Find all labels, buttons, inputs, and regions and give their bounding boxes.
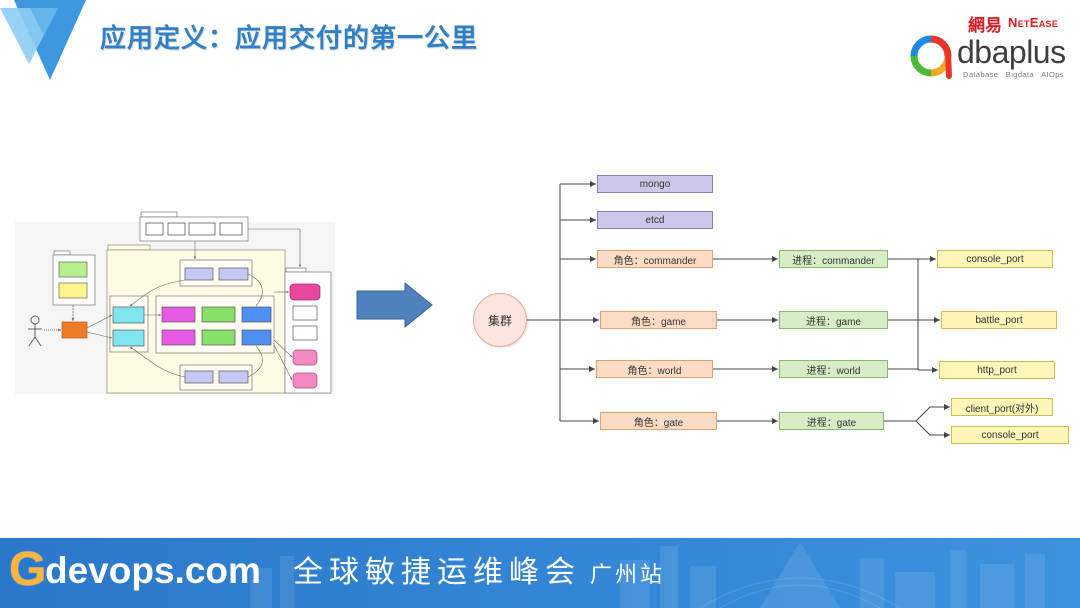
- user-figure-icon: [28, 315, 42, 347]
- thumb-entry-box: [61, 321, 88, 339]
- thumb-box: [188, 222, 216, 236]
- gdevops-logo-initial: G: [9, 543, 47, 596]
- port-node-client: client_port(对外): [951, 398, 1053, 416]
- thumb-db-icon: [289, 283, 321, 301]
- slide-title: 应用定义：应用交付的第一公里: [100, 23, 479, 53]
- diagram-connectors: [527, 181, 950, 438]
- thumb-frame-tab: [285, 267, 307, 273]
- footer-event-city: 广州站: [590, 563, 666, 588]
- role-node-world: 角色：world: [596, 360, 713, 378]
- netease-logo-cn: 網易: [968, 16, 1002, 36]
- thumb-box: [241, 329, 272, 346]
- process-node-world: 进程：world: [779, 360, 888, 378]
- footer-site: devops.com: [45, 550, 261, 591]
- thumb-box: [292, 325, 318, 341]
- thumb-box: [292, 305, 318, 321]
- footer-event-name: 全球敏捷运维峰会: [293, 555, 581, 590]
- cluster-node: 集群: [473, 293, 527, 347]
- thumb-box: [184, 370, 214, 384]
- thumb-box: [201, 329, 236, 346]
- resource-node-etcd: etcd: [597, 211, 713, 229]
- thumb-box: [218, 267, 249, 281]
- role-node-gate: 角色：gate: [600, 412, 717, 430]
- thumb-box: [145, 222, 164, 236]
- port-node-console: console_port: [937, 250, 1053, 268]
- thumb-box: [184, 267, 214, 281]
- role-node-commander: 角色：commander: [597, 250, 713, 268]
- thumb-box: [58, 261, 88, 278]
- thumb-box: [112, 329, 145, 347]
- dbaplus-tagline: Database Bigdata AIOps: [963, 70, 1064, 79]
- thumb-box: [112, 306, 145, 324]
- resource-node-mongo: mongo: [597, 175, 713, 193]
- process-node-game: 进程：game: [779, 311, 888, 329]
- thumb-box: [219, 222, 243, 236]
- thumb-connectors: [86, 228, 302, 381]
- right-block-arrow-icon: [356, 281, 433, 329]
- thumb-frame-tab: [140, 211, 178, 218]
- process-node-gate: 进程：gate: [779, 412, 884, 430]
- thumb-db-icon: [292, 349, 318, 366]
- thumb-box: [58, 282, 88, 299]
- role-node-game: 角色：game: [600, 311, 717, 329]
- process-node-commander: 进程：commander: [779, 250, 888, 268]
- thumb-db-icon: [292, 372, 318, 389]
- architecture-thumbnail: [15, 211, 335, 394]
- corner-triangles-icon: [0, 0, 86, 80]
- port-node-battle: battle_port: [941, 311, 1057, 329]
- thumb-box: [201, 306, 236, 323]
- netease-logo-en: NetEase: [1008, 15, 1059, 30]
- footer-banner: G devops.com 全球敏捷运维峰会 广州站: [0, 538, 1080, 608]
- dbaplus-logo-text: dbaplus: [957, 34, 1066, 70]
- thumb-box: [241, 306, 272, 323]
- port-node-http: http_port: [939, 361, 1055, 379]
- dbaplus-ring-icon: [910, 35, 952, 79]
- port-node-gate-console: console_port: [951, 426, 1069, 444]
- skyline-background: [250, 542, 1045, 608]
- thumb-box: [161, 306, 196, 323]
- thumb-frame-tab: [107, 244, 151, 251]
- thumb-frame-tab: [53, 250, 71, 256]
- thumb-box: [161, 329, 196, 346]
- thumb-box: [167, 222, 186, 236]
- thumb-box: [218, 370, 249, 384]
